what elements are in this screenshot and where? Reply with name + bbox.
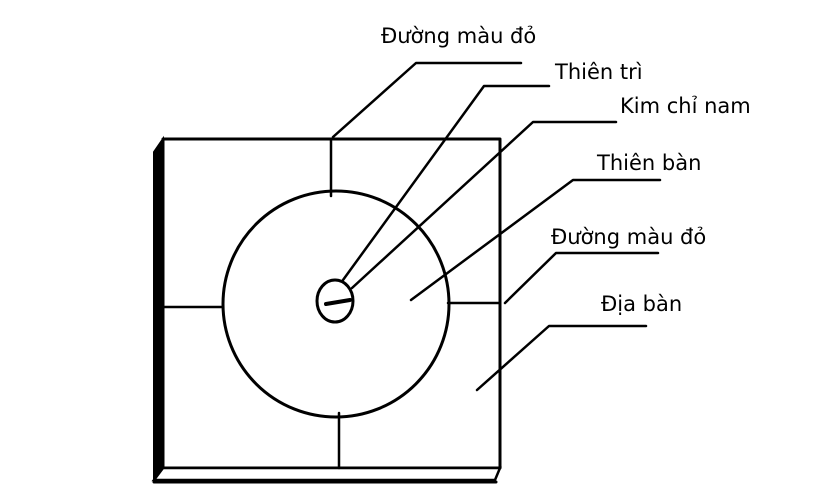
leader-needle [350,120,618,290]
heaven-plate-circle [221,189,451,419]
earth-plate-bottom-edge [151,466,502,482]
label-red-line-top: Đường màu đỏ [381,24,536,48]
heaven-pool-ellipse [315,278,355,324]
leader-earth-plate [475,324,648,392]
leader-heaven-pool [341,84,551,282]
leader-heaven-plate [409,178,662,302]
label-heaven-plate: Thiên bàn [596,151,701,175]
leader-lines [331,61,662,392]
label-red-line-right: Đường màu đỏ [551,225,706,249]
red-lines [161,137,502,470]
leader-red-line-top [331,61,523,139]
compass-needle [324,298,352,306]
label-needle: Kim chỉ nam [620,94,751,118]
earth-plate-left-edge [153,135,164,483]
label-heaven-pool: Thiên trì [554,60,643,84]
label-earth-plate: Địa bàn [601,292,682,316]
leader-red-line-right [503,251,660,305]
